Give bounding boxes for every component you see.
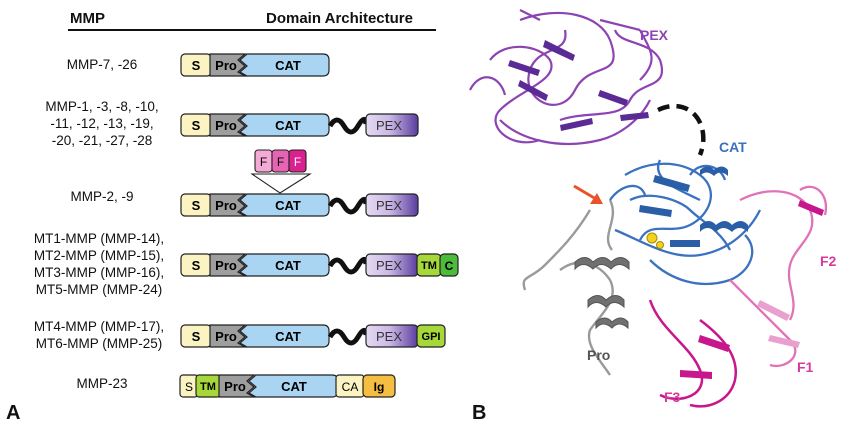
svg-text:PEX: PEX: [376, 198, 402, 213]
row-label-mt-mmp: MT1-MMP (MMP-14), MT2-MMP (MMP-15), MT3-…: [33, 231, 165, 297]
svg-text:PEX: PEX: [376, 258, 402, 273]
cat-structure-ribbon: [609, 159, 762, 286]
svg-text:CAT: CAT: [281, 379, 307, 394]
pex-beta-strands: [508, 40, 649, 131]
ig-like-domain: [362, 374, 396, 398]
svg-text:F: F: [260, 155, 267, 169]
structure-label-f2: F2: [820, 253, 837, 269]
gpi-anchor-domain: [416, 324, 446, 348]
svg-text:Pro: Pro: [215, 329, 237, 344]
pro-helices: [574, 257, 630, 330]
structure-label-pro: Pro: [587, 347, 610, 363]
protein-structure: PEX CAT F2 F1 F3 Pro: [469, 9, 837, 408]
structure-label-pex: PEX: [640, 27, 669, 43]
svg-text:Pro: Pro: [215, 258, 237, 273]
header-underline: [68, 29, 436, 31]
zinc-ion: [646, 232, 658, 244]
svg-text:S: S: [192, 198, 201, 213]
arch-row-mt1-mmp: S Pro CAT PEX TM C: [180, 253, 459, 277]
svg-text:F: F: [294, 155, 301, 169]
arch-row-mt4-mmp: S Pro CAT PEX GPI: [180, 324, 446, 348]
cat-domain: [238, 324, 330, 348]
pex-domain: [365, 113, 419, 137]
arch-row-mmp7: S Pro CAT: [180, 53, 330, 77]
hinge-linker: [327, 117, 369, 135]
svg-text:PEX: PEX: [376, 329, 402, 344]
structure-label-f1: F1: [797, 359, 814, 375]
fibronectin-insertion-wedge: [250, 173, 312, 194]
cat-domain: [238, 113, 330, 137]
svg-text:S: S: [185, 380, 193, 394]
svg-text:F: F: [277, 155, 284, 169]
svg-text:S: S: [192, 258, 201, 273]
panel-label-a: A: [6, 402, 21, 424]
row-label-mmp7: MMP-7, -26: [66, 57, 138, 72]
fibronectin-light-strands: [757, 300, 800, 348]
pex-domain: [365, 193, 419, 217]
structure-label-f3: F3: [664, 389, 681, 405]
svg-text:Pro: Pro: [215, 198, 237, 213]
row-label-mmp1: MMP-1, -3, -8, -10, -11, -12, -13, -19, …: [45, 99, 159, 148]
fibronectin-beta-strands: [680, 200, 824, 379]
svg-text:TM: TM: [421, 260, 437, 272]
row-label-mmp2: MMP-2, -9: [70, 189, 134, 204]
flexible-linker-dashed: [657, 103, 706, 156]
cytoplasmic-domain: [439, 253, 459, 277]
svg-text:CAT: CAT: [275, 258, 301, 273]
pro-domain: [209, 53, 248, 77]
hinge-linker: [327, 257, 369, 275]
pro-domain: [209, 324, 248, 348]
svg-text:CA: CA: [342, 380, 359, 394]
svg-text:Pro: Pro: [215, 118, 237, 133]
svg-text:S: S: [192, 118, 201, 133]
cat-domain: [238, 253, 330, 277]
arch-row-mmp23: S TM Pro CAT CA Ig: [179, 374, 396, 398]
cat-domain: [238, 193, 330, 217]
cleavage-site-arrow: [573, 184, 597, 201]
header-mmp: MMP: [70, 10, 105, 27]
hinge-linker: [327, 197, 369, 215]
svg-text:Pro: Pro: [215, 58, 237, 73]
arch-row-mmp2: F F F S Pro CAT PEX: [180, 149, 419, 217]
hinge-linker: [327, 328, 369, 346]
panel-label-b: B: [472, 402, 487, 424]
svg-text:Ig: Ig: [374, 380, 385, 394]
svg-text:PEX: PEX: [376, 118, 402, 133]
svg-text:TM: TM: [200, 381, 216, 393]
row-label-mmp23: MMP-23: [76, 376, 128, 391]
svg-text:CAT: CAT: [275, 329, 301, 344]
zinc-ion-2: [656, 241, 664, 249]
pro-domain: [209, 113, 248, 137]
svg-text:Pro: Pro: [224, 379, 246, 394]
svg-text:CAT: CAT: [275, 198, 301, 213]
pro-domain: [218, 374, 257, 398]
svg-text:CAT: CAT: [275, 118, 301, 133]
cat-domain: [238, 53, 330, 77]
pex-structure-ribbon: [469, 9, 663, 146]
svg-text:GPI: GPI: [422, 331, 441, 343]
fibronectin-repeat-3: [288, 149, 307, 173]
fibronectin-dark-ribbon: [648, 299, 738, 408]
structure-label-cat: CAT: [719, 139, 747, 155]
svg-text:CAT: CAT: [275, 58, 301, 73]
pro-domain: [209, 193, 248, 217]
svg-text:S: S: [192, 58, 201, 73]
arch-row-mmp1: S Pro CAT PEX: [180, 113, 419, 137]
cat-helices-strands: [639, 166, 748, 247]
cleavage-site-arrowhead: [590, 193, 603, 204]
header-domain-architecture: Domain Architecture: [266, 10, 413, 27]
pro-domain: [209, 253, 248, 277]
svg-text:S: S: [192, 329, 201, 344]
row-label-mt4-mmp: MT4-MMP (MMP-17), MT6-MMP (MMP-25): [33, 319, 165, 351]
svg-text:C: C: [445, 259, 454, 273]
